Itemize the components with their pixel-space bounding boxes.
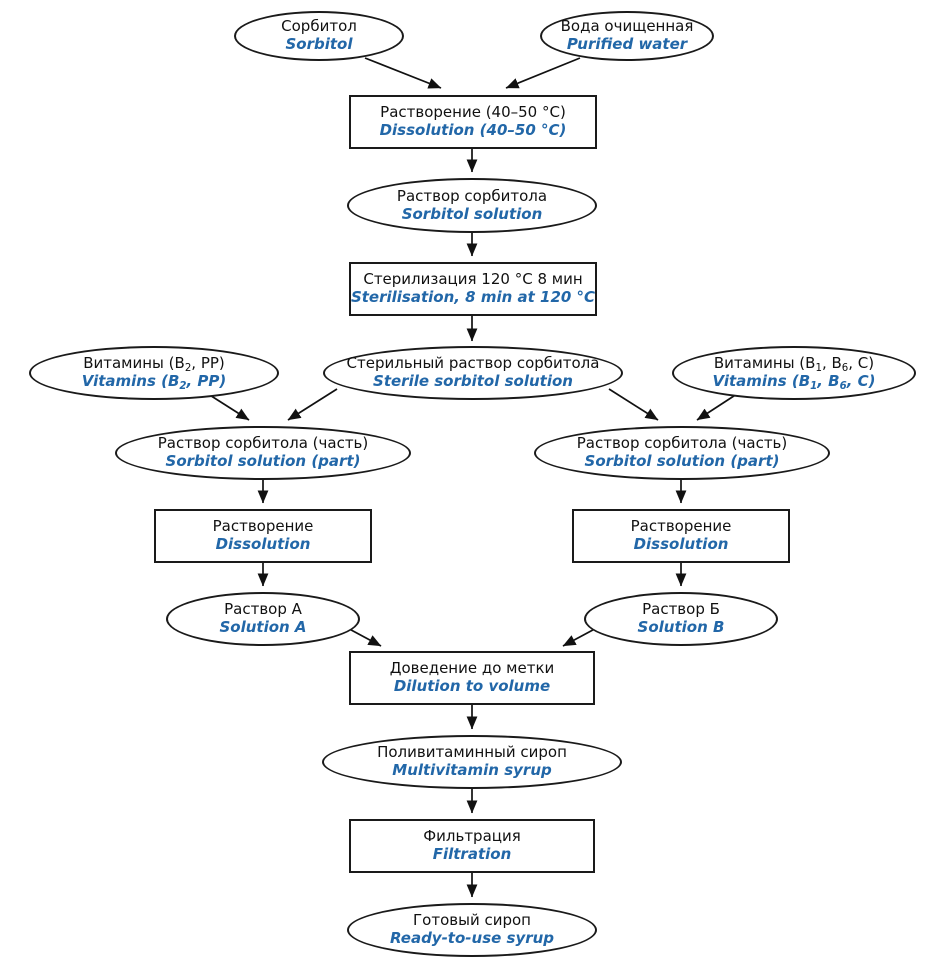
node-label-en: Dissolution (40–50 °C) — [379, 121, 567, 139]
node-label-en: Sorbitol solution (part) — [584, 452, 780, 470]
node-label-ru: Раствор сорбитола (часть) — [157, 434, 369, 453]
node-label-ru: Раствор сорбитола — [396, 186, 548, 205]
node-label-en: Ready-to-use syrup — [389, 929, 555, 947]
node-sorbitol-part-right[interactable]: Раствор сорбитола (часть) Sorbitol solut… — [534, 426, 830, 480]
node-label-ru: Сорбитол — [281, 17, 357, 36]
node-label-en: Sorbitol solution (part) — [165, 452, 361, 470]
node-label-ru: Стерильный раствор сорбитола — [346, 354, 600, 373]
node-label-en: Sorbitol solution — [401, 204, 543, 223]
node-label-en: Vitamins (B2, PP) — [81, 372, 227, 392]
node-label-ru: Раствор А — [224, 600, 302, 619]
node-dilution-to-volume[interactable]: Доведение до метки Dilution to volume — [349, 651, 595, 705]
node-label-ru: Растворение — [630, 517, 732, 536]
node-label-en: Solution A — [219, 618, 307, 636]
node-label-en: Vitamins (B1, B6, C) — [712, 372, 876, 392]
node-label-ru: Вода очищенная — [560, 17, 694, 36]
node-filtration[interactable]: Фильтрация Filtration — [349, 819, 595, 873]
node-label-ru: Растворение — [212, 517, 314, 536]
node-label-ru: Раствор Б — [642, 600, 720, 619]
node-label-ru: Раствор сорбитола (часть) — [576, 434, 788, 453]
node-label-en: Dissolution — [633, 535, 729, 553]
node-label-ru: Витамины (B1, B6, C) — [713, 354, 875, 375]
node-label-ru: Растворение (40–50 °C) — [380, 103, 566, 122]
node-sorbitol-part-left[interactable]: Раствор сорбитола (часть) Sorbitol solut… — [115, 426, 411, 480]
node-vitamins-b1-b6-c[interactable]: Витамины (B1, B6, C) Vitamins (B1, B6, C… — [672, 346, 916, 400]
edge-water-to-dissolution — [505, 57, 581, 89]
node-dissolution-left[interactable]: Растворение Dissolution — [154, 509, 372, 563]
node-label-ru: Готовый сироп — [413, 911, 531, 930]
node-sorbitol[interactable]: Сорбитол Sorbitol — [234, 11, 404, 61]
node-label-ru: Витамины (B2, PP) — [83, 354, 225, 375]
node-solution-a[interactable]: Раствор А Solution A — [166, 592, 360, 646]
node-label-en: Dilution to volume — [393, 677, 551, 695]
edge-sterile-to-part-left — [287, 388, 338, 421]
node-label-en: Sterile sorbitol solution — [373, 372, 573, 390]
node-label-ru: Доведение до метки — [389, 659, 555, 678]
node-sterilisation[interactable]: Стерилизация 120 °C 8 мин Sterilisation,… — [349, 262, 597, 316]
node-ready-to-use-syrup[interactable]: Готовый сироп Ready-to-use syrup — [347, 903, 597, 957]
node-label-en: Dissolution — [215, 535, 311, 553]
node-sorbitol-solution[interactable]: Раствор сорбитола Sorbitol solution — [347, 178, 597, 233]
node-solution-b[interactable]: Раствор Б Solution B — [584, 592, 778, 646]
edge-sterile-to-part-right — [608, 388, 659, 421]
node-dissolution-40-50[interactable]: Растворение (40–50 °C) Dissolution (40–5… — [349, 95, 597, 149]
node-vitamins-b2-pp[interactable]: Витамины (B2, PP) Vitamins (B2, PP) — [29, 346, 279, 400]
node-label-ru: Фильтрация — [423, 827, 521, 846]
node-label-en: Sterilisation, 8 min at 120 °C — [350, 288, 596, 306]
node-sterile-sorbitol-solution[interactable]: Стерильный раствор сорбитола Sterile sor… — [323, 346, 623, 400]
node-purified-water[interactable]: Вода очищенная Purified water — [540, 11, 714, 61]
node-label-en: Filtration — [432, 845, 512, 863]
node-label-en: Purified water — [566, 35, 688, 53]
edge-sorbitol-to-dissolution — [364, 57, 442, 89]
node-label-ru: Стерилизация 120 °C 8 мин — [363, 270, 583, 289]
node-label-en: Solution B — [637, 618, 725, 636]
node-label-ru: Поливитаминный сироп — [377, 743, 567, 762]
node-label-en: Multivitamin syrup — [392, 761, 552, 779]
node-dissolution-right[interactable]: Растворение Dissolution — [572, 509, 790, 563]
node-multivitamin-syrup[interactable]: Поливитаминный сироп Multivitamin syrup — [322, 735, 622, 789]
edge-vitamins-b1-to-part-right — [696, 391, 741, 421]
node-label-en: Sorbitol — [285, 35, 353, 53]
